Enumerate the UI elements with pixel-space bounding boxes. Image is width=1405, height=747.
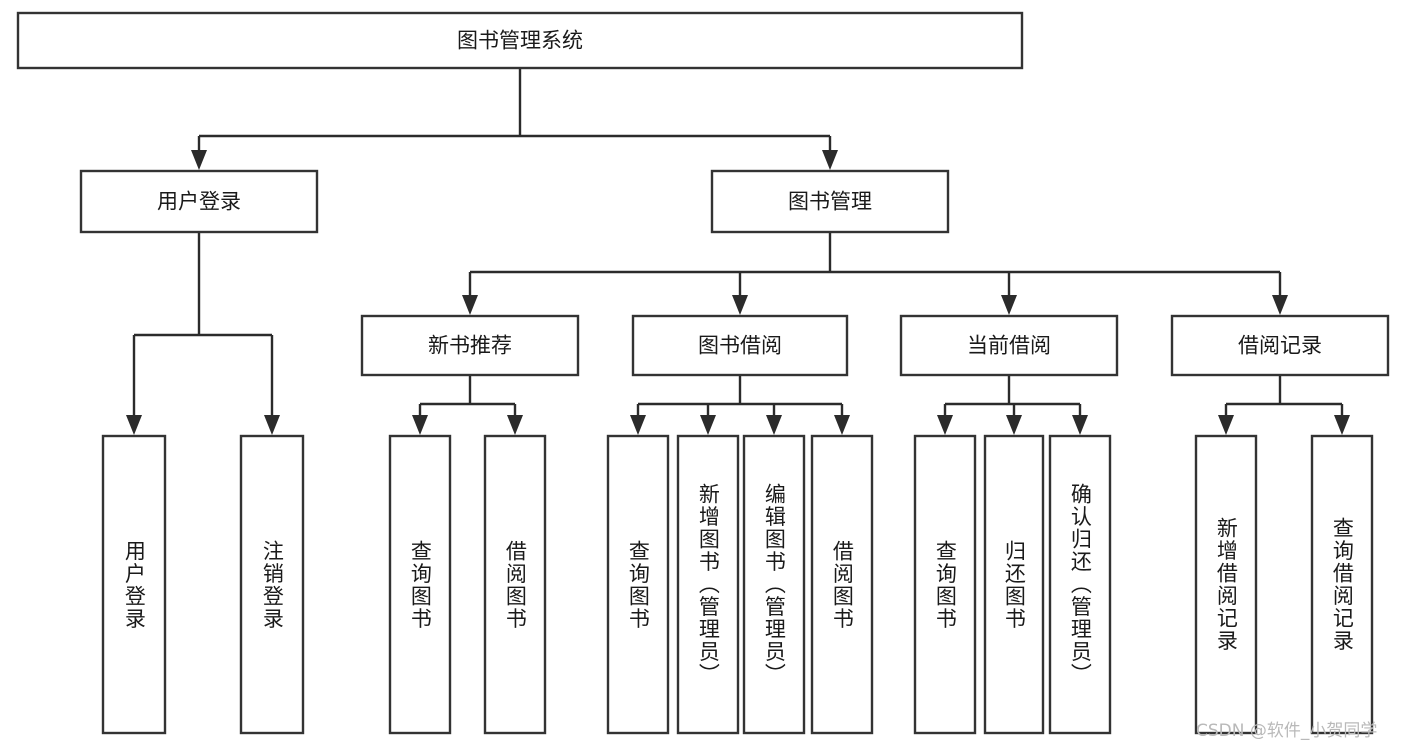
node-box-leaf-query-book-recommend[interactable] [388,434,452,735]
connector-edge-book-borrow-bus [630,375,850,435]
connector-edge-root-bus [191,68,838,170]
node-box-leaf-query-book-borrow[interactable] [606,434,670,735]
node-box-leaf-confirm-return-admin[interactable] [1048,434,1112,735]
connector-edge-current-borrow-bus [937,375,1088,435]
node-box-leaf-return-book[interactable] [983,434,1045,735]
node-label-book-borrow: 图书借阅 [698,334,782,358]
connector-edge-new-book-recommend-bus [412,375,523,435]
node-label-book-management: 图书管理 [788,190,872,214]
node-box-leaf-add-book-admin[interactable] [676,434,740,735]
node-box-current-borrow[interactable] [899,314,1119,377]
node-box-leaf-borrow-book[interactable] [810,434,874,735]
node-box-leaf-borrow-book-recommend[interactable] [483,434,547,735]
node-box-leaf-user-login[interactable] [101,434,167,735]
node-box-leaf-edit-book-admin[interactable] [742,434,806,735]
node-label-borrow-record: 借阅记录 [1238,334,1322,358]
node-box-borrow-record[interactable] [1170,314,1390,377]
node-label-new-book-recommend: 新书推荐 [428,334,512,358]
node-label-user-login: 用户登录 [157,190,241,214]
node-box-new-book-recommend[interactable] [360,314,580,377]
node-box-leaf-logout[interactable] [239,434,305,735]
node-box-book-borrow[interactable] [631,314,849,377]
connector-edge-book-management-bus [462,232,1288,315]
node-box-leaf-query-book-current[interactable] [913,434,977,735]
node-box-leaf-query-borrow-record[interactable] [1310,434,1374,735]
node-box-user-login[interactable] [79,169,319,234]
connector-edge-borrow-record-bus [1218,375,1350,435]
watermark-text: CSDN @软件_小贺同学 [1196,721,1378,741]
node-label-root: 图书管理系统 [457,29,583,53]
connector-layer [126,68,1350,435]
node-box-leaf-add-borrow-record[interactable] [1194,434,1258,735]
node-box-book-management[interactable] [710,169,950,234]
node-box-root[interactable] [16,11,1024,70]
connector-edge-user-login-bus [126,232,280,435]
node-box-layer [16,11,1390,735]
node-label-current-borrow: 当前借阅 [967,334,1051,358]
